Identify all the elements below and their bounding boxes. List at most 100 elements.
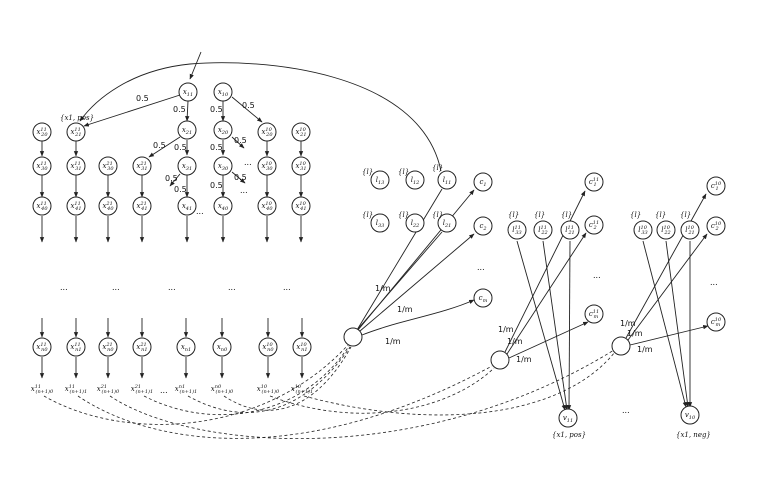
node-label: l13 xyxy=(376,176,385,186)
node-label: x10 xyxy=(218,88,229,98)
ellipsis: ... xyxy=(228,283,236,292)
node-label: cm xyxy=(479,294,488,304)
node-circle xyxy=(584,215,604,235)
node-circle xyxy=(176,337,196,357)
node-circle xyxy=(213,82,233,102)
l-tag: {l} xyxy=(362,211,373,219)
node-circle xyxy=(66,122,86,142)
bottom-label: xn0(n+1)0 xyxy=(211,384,234,395)
node-circle xyxy=(291,122,311,142)
l-tag: {l} xyxy=(508,211,519,219)
node-circle xyxy=(132,337,152,357)
ellipsis: ... xyxy=(240,186,248,195)
node-c2: c2 xyxy=(473,216,493,236)
edge-label-half: 0.5 xyxy=(210,143,223,152)
ellipsis: ... xyxy=(112,283,120,292)
hub-node-1 xyxy=(343,327,363,347)
node-circle xyxy=(257,196,277,216)
node-circle xyxy=(66,337,86,357)
node-circle xyxy=(32,196,52,216)
node-c1: c1 xyxy=(473,172,493,192)
node-label: c2 xyxy=(479,222,486,232)
node-label: x40 xyxy=(218,202,229,212)
node-xn0: xn0 xyxy=(212,337,232,357)
bottom-label: x11(n+1)0 xyxy=(31,384,54,395)
node-label: v11 xyxy=(563,414,573,424)
ellipsis: ... xyxy=(710,278,718,287)
l-tag: {l} xyxy=(398,168,409,176)
ellipsis: ... xyxy=(196,207,204,216)
l-tag: {l} xyxy=(630,211,641,219)
node-circle xyxy=(584,304,604,324)
node-x41: x41 xyxy=(177,196,197,216)
node-circle xyxy=(437,213,457,233)
node-xn1: xn1 xyxy=(176,337,196,357)
bottom-label: x11(n+1)1 xyxy=(65,384,87,395)
node-circle xyxy=(437,170,457,190)
node-circle xyxy=(370,170,390,190)
node-x20: x20 xyxy=(213,120,233,140)
l-tag: {l} xyxy=(561,211,572,219)
node-label: xn1 xyxy=(181,343,191,353)
node-x11: x11 xyxy=(178,82,198,102)
v11-tag: {x1, pos} xyxy=(552,431,586,439)
node-circle xyxy=(291,196,311,216)
ellipsis: ... xyxy=(477,263,485,272)
node-label: x30 xyxy=(218,162,229,172)
node-circle xyxy=(473,216,493,236)
edge-label-half: 0.5 xyxy=(136,94,149,103)
edge-label-1-over-m: 1/m xyxy=(627,329,643,338)
node-circle xyxy=(706,312,726,332)
node-circle xyxy=(32,156,52,176)
node-circle xyxy=(66,196,86,216)
node-x21b: x21 xyxy=(177,120,197,140)
node-circle xyxy=(370,213,390,233)
node-circle xyxy=(680,220,700,240)
node-circle xyxy=(132,156,152,176)
node-circle xyxy=(473,288,493,308)
node-circle xyxy=(213,196,233,216)
hub-node-3 xyxy=(611,336,631,356)
node-circle xyxy=(680,405,700,425)
